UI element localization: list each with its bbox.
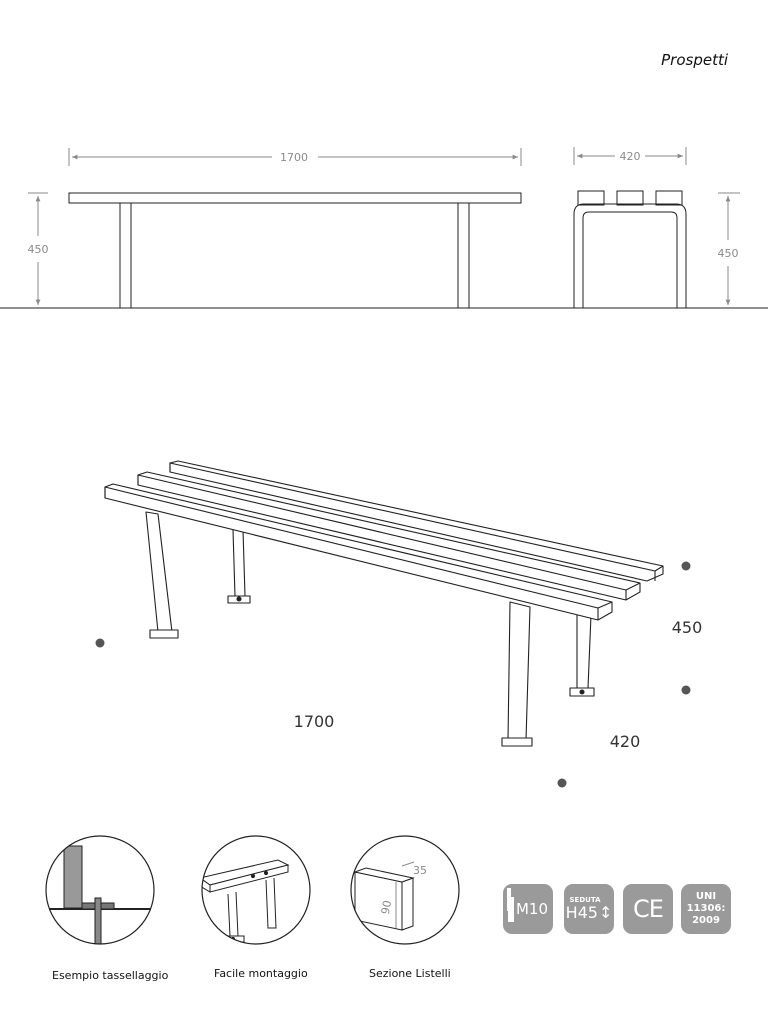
side-height-label: 450: [718, 247, 739, 260]
badge-ce: CE: [623, 884, 673, 934]
slat-width-label: 35: [413, 864, 427, 877]
front-height-label: 450: [28, 243, 49, 256]
perspective-depth-label: 420: [610, 732, 641, 751]
side-slat-2: [616, 190, 644, 206]
caption-slat-section: Sezione Listelli: [369, 967, 451, 980]
detail-slat-section: 35 90: [350, 835, 460, 945]
anchor-bolt-icon: [507, 896, 514, 922]
caption-assembly: Facile montaggio: [214, 967, 308, 980]
front-left-leg: [145, 511, 179, 639]
badge-seat-height: SEDUTA H45 ↕: [564, 884, 614, 934]
caption-anchoring: Esempio tassellaggio: [52, 969, 169, 982]
detail-anchoring: [45, 835, 155, 945]
dimension-dot: [681, 685, 691, 695]
badge-uni-line3: 2009: [692, 915, 720, 926]
front-height-dimension: 450: [28, 192, 49, 305]
side-depth-dimension: 420: [573, 147, 687, 165]
side-slat-1: [577, 190, 605, 206]
front-length-label: 1700: [280, 151, 308, 164]
badge-ce-text: CE: [633, 895, 664, 923]
slat-height-label: 90: [379, 899, 394, 915]
detail-assembly: [201, 835, 311, 945]
side-elevation: [573, 190, 687, 308]
side-slat-3: [655, 190, 683, 206]
badge-uni-line1: UNI: [695, 891, 717, 902]
badge-uni-line2: 11306:: [686, 903, 726, 914]
side-height-dimension: 450: [718, 192, 740, 305]
side-depth-label: 420: [620, 150, 641, 163]
perspective-length-label: 1700: [294, 712, 335, 731]
dimension-dot: [95, 638, 105, 648]
height-arrow-icon: ↕: [598, 903, 613, 922]
front-elevation: [68, 192, 522, 309]
badge-seat-text: H45: [565, 903, 598, 922]
badge-m10-text: M10: [515, 900, 549, 918]
front-leg-left: [119, 202, 132, 309]
front-length-dimension: 1700: [68, 148, 522, 166]
front-leg-right: [457, 202, 470, 309]
dimension-dot: [557, 778, 567, 788]
slat-middle: [137, 471, 641, 601]
side-frame-inner: [582, 211, 678, 308]
perspective-height-label: 450: [672, 618, 703, 637]
badge-uni: UNI 11306: 2009: [681, 884, 731, 934]
perspective-dimensions: 450 1700 420: [95, 561, 703, 788]
page-title: Prospetti: [661, 51, 728, 69]
perspective-bench: [104, 460, 664, 747]
back-right-leg: [569, 614, 595, 697]
side-frame-outer: [573, 203, 687, 308]
front-right-leg: [501, 601, 533, 747]
badge-seat-small: SEDUTA: [569, 896, 601, 904]
badge-m10: M10: [503, 884, 553, 934]
front-seat: [68, 192, 522, 204]
back-left-leg: [227, 529, 251, 604]
dimension-dot: [681, 561, 691, 571]
